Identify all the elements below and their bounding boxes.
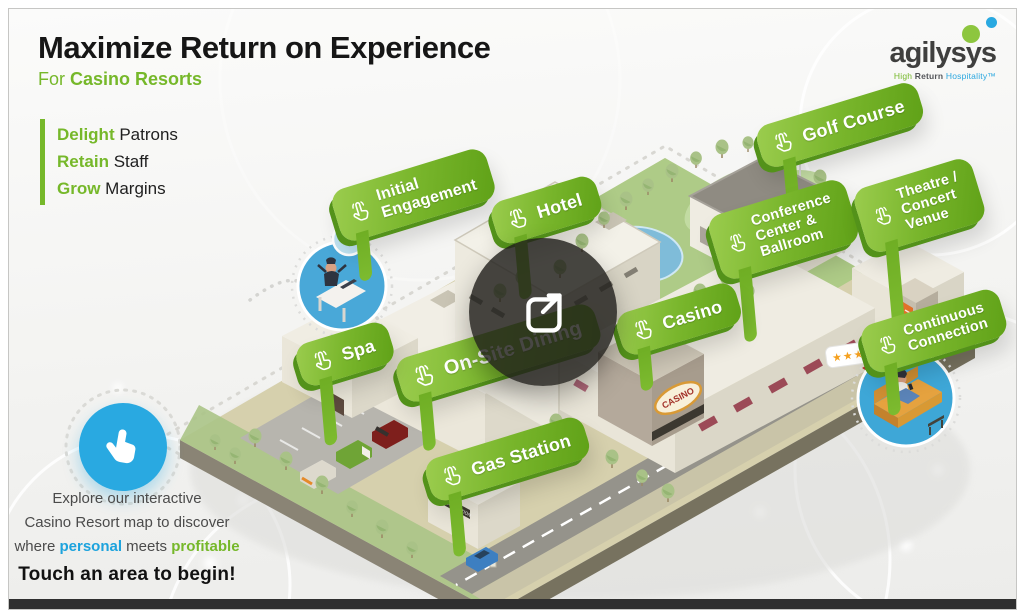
explore-word: meets [122,538,172,555]
explore-word: where [14,538,60,555]
value-prop-rest: Patrons [114,125,178,144]
touch-icon [312,349,333,372]
touch-icon [773,131,794,154]
agilysys-logo: agilysys High Return Hospitality™ [889,17,997,81]
value-prop-rest: Margins [100,179,166,199]
tagline-word: High [893,71,915,81]
explore-line3: where personal meets profitable [13,538,241,556]
value-prop: Retain Staff [57,148,178,175]
slide-frame: CASINO GAS STATION [8,8,1017,610]
value-prop-highlight: Delight [57,125,115,144]
touch-icon [350,199,370,223]
header: Maximize Return on Experience For Casino… [38,30,491,90]
touch-icon [873,205,893,227]
hand-pointer-icon [106,429,136,464]
touch-icon [442,464,463,488]
touch-prompt-icon [79,403,167,491]
explore-line2: Casino Resort map to discover [24,514,230,531]
value-prop: Grow Margins [57,175,178,202]
subtitle-highlight: Casino Resorts [70,69,203,90]
expand-button[interactable] [469,238,617,386]
value-prop-highlight: Retain [57,152,109,172]
touch-icon [507,207,528,230]
logo-wordmark: agilysys [889,37,997,69]
tagline-word: Hospitality™ [945,71,996,81]
logo-tagline: High Return Hospitality™ [890,71,996,81]
page-title: Maximize Return on Experience [38,30,491,65]
trucks [300,420,408,489]
expand-icon [526,293,562,333]
blue-car [466,547,498,572]
logo-blue-dot-icon [986,17,997,28]
tagline-word: Return [914,71,946,81]
subtitle-prefix: For [38,69,71,90]
explore-word-profitable: profitable [171,538,240,555]
touch-icon [878,334,897,356]
value-prop-rest: Staff [108,152,149,172]
callout-label: Spa [339,335,378,365]
callout-label: Casino [659,296,725,334]
explore-text: Explore our interactive Casino Resort ma… [13,490,241,593]
value-prop: Delight Patrons [57,121,178,148]
explore-word-personal: personal [59,538,123,555]
touch-icon [633,318,654,342]
bottom-bar [9,599,1016,609]
callout-label: Hotel [534,189,585,223]
explore-cta: Touch an area to begin! [18,564,236,585]
logo-green-dot-icon [962,25,980,43]
page-subtitle: For Casino Resorts [38,69,490,90]
explore-line1: Explore our interactive [52,490,202,507]
touch-icon [413,363,435,388]
value-prop-highlight: Grow [57,179,101,199]
value-props: Delight Patrons Retain Staff Grow Margin… [40,119,178,205]
touch-icon [728,232,747,254]
